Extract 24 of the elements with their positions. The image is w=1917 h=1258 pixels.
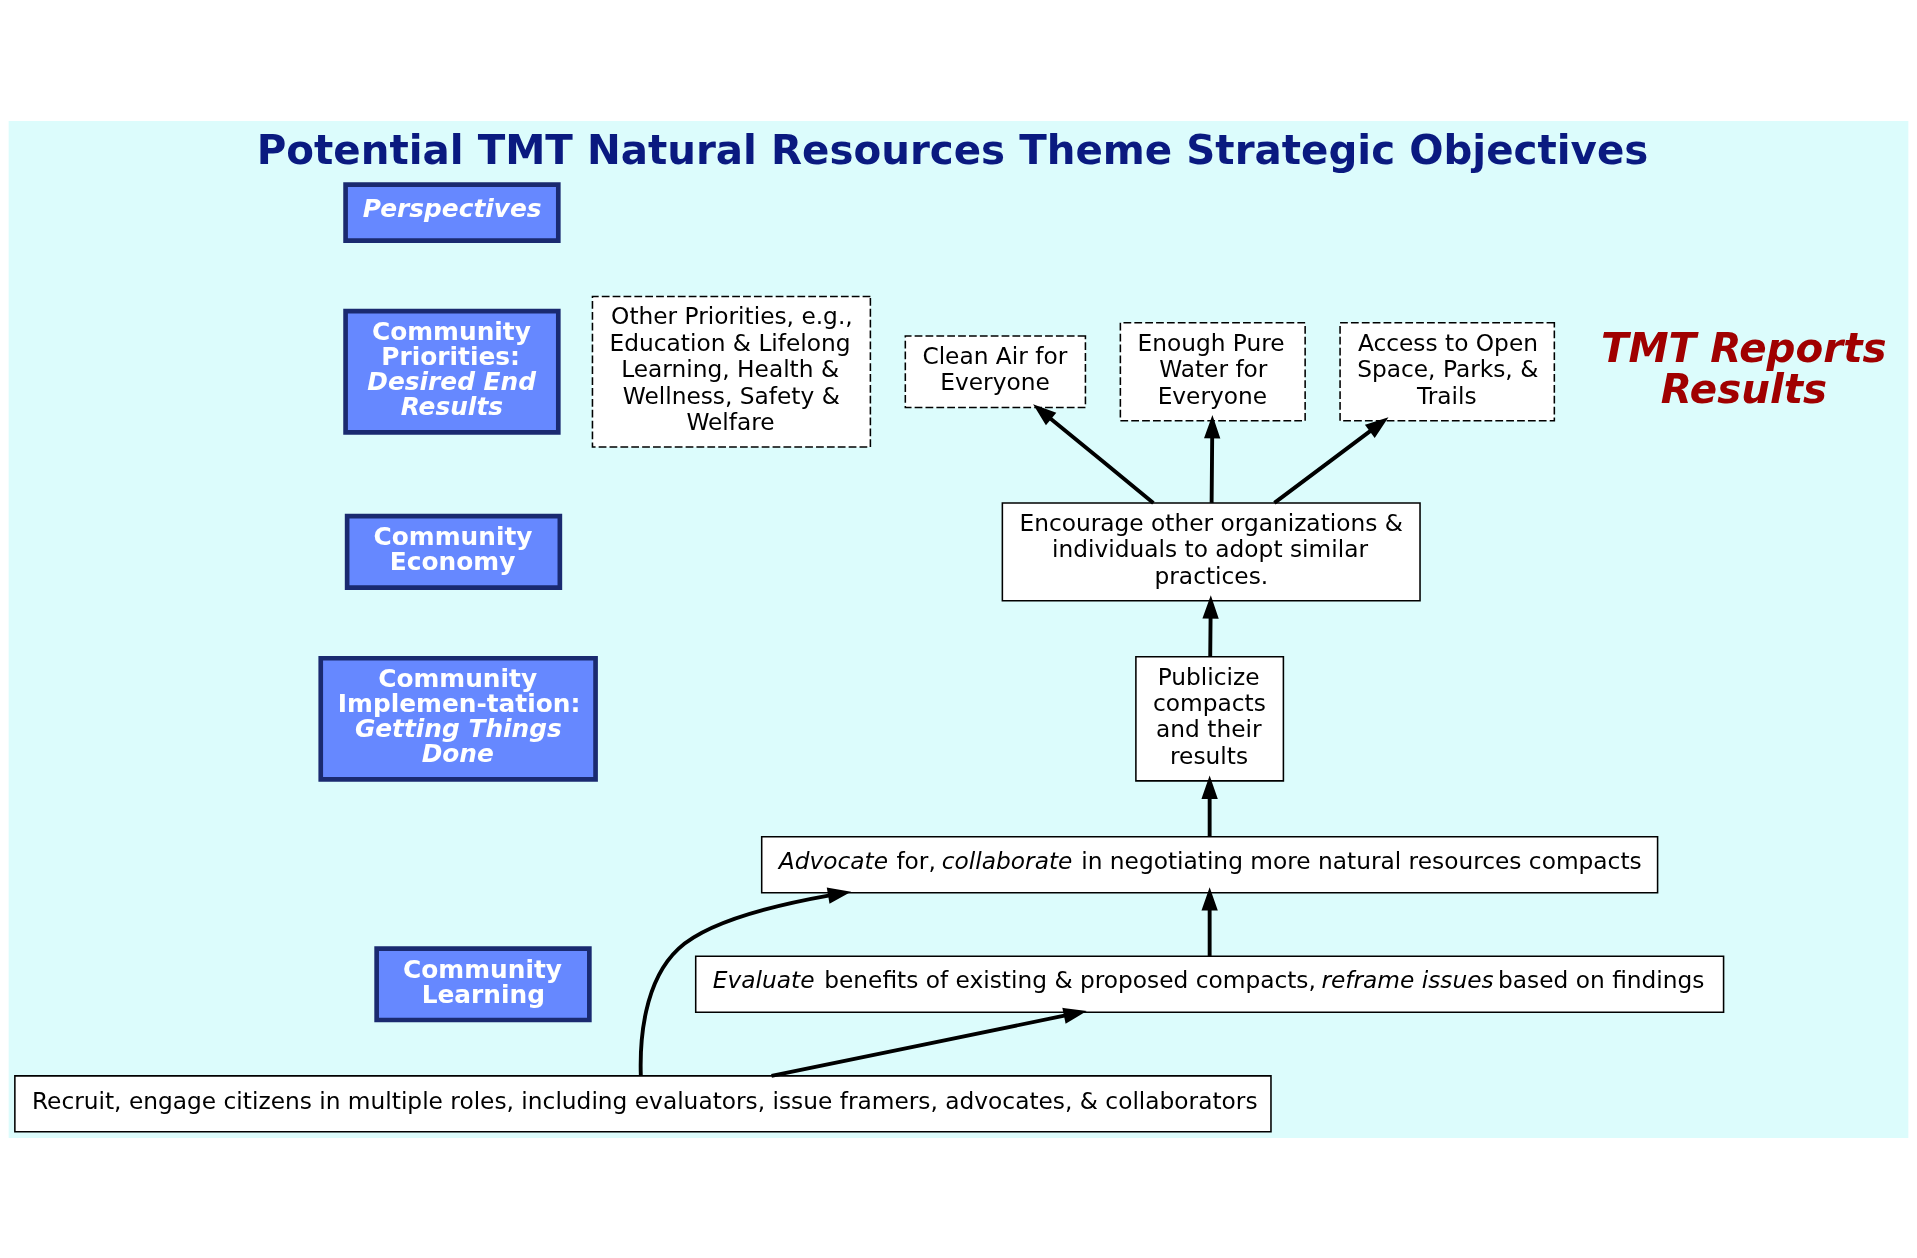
node-box: Community Implemen-tation: Getting Things Done <box>318 655 598 782</box>
arrow <box>1202 594 1219 656</box>
arrow <box>1201 886 1218 956</box>
label: TMT Reports Results <box>1600 324 1887 412</box>
node-box: Encourage other organizations & individuals to adopt similar practices. <box>1001 501 1421 602</box>
node-box: Publicize compacts and their results <box>1135 655 1285 782</box>
diagram-title: Potential TMT Natural Resources Theme Strategic Objectives <box>256 126 1649 174</box>
arrow <box>1033 403 1155 504</box>
node-box: Community Priorities: Desired End Results <box>343 308 561 435</box>
node-box: Evaluate benefits of existing & proposed compacts, reframe issues based on findings <box>694 955 1725 1013</box>
node-box: Enough Pure Water for Everyone <box>1119 321 1306 421</box>
arrow <box>1204 414 1221 503</box>
node-box: Recruit, engage citizens in multiple roles, including evaluators, issue framers, advocates, & collaborators <box>14 1074 1272 1133</box>
arrow <box>771 1007 1087 1078</box>
node-box: Perspectives <box>343 181 561 243</box>
arrow <box>1201 775 1218 836</box>
node-box: Clean Air for Everyone <box>904 334 1087 408</box>
node-box: Other Priorities, e.g., Education & Lifelong Learning, Health & Wellness, Safety & Welfare <box>591 295 872 448</box>
node-box: Advocate for, collaborate in negotiating more natural resources compacts <box>760 835 1659 893</box>
node-box: Community Economy <box>344 513 563 590</box>
arrow <box>638 887 852 1076</box>
node-box: Access to Open Space, Parks, & Trails <box>1339 321 1556 421</box>
node-box: Community Learning <box>374 945 592 1022</box>
arrow <box>1273 416 1389 504</box>
